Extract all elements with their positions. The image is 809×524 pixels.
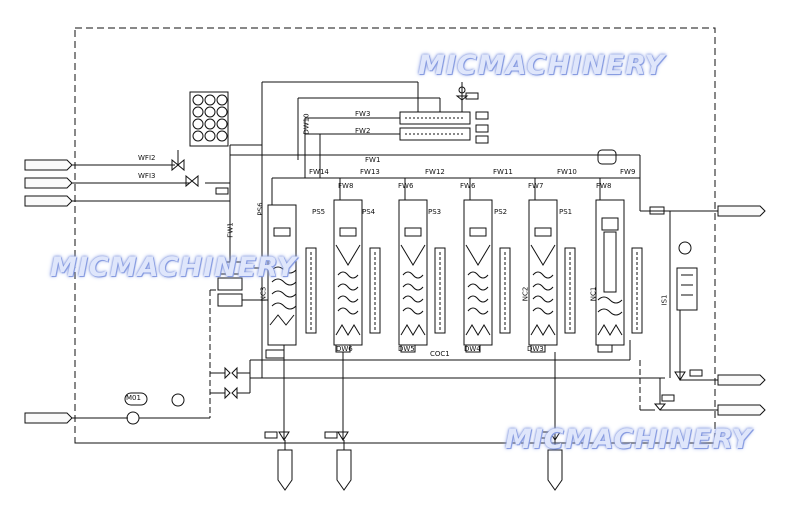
label-is1: IS1 (660, 294, 669, 306)
label-fw9: FW9 (620, 168, 636, 176)
label-ps6: PS6 (256, 202, 265, 216)
drain-vessels (277, 440, 563, 491)
label-fw2: FW2 (355, 127, 371, 135)
label-coc1: COC1 (430, 350, 450, 358)
top-heat-exchangers (261, 81, 489, 360)
instrument-cluster-top (189, 91, 229, 147)
bottom-collectors (250, 340, 665, 441)
label-fw6: FW6 (398, 182, 414, 190)
label-fw10: FW10 (557, 168, 577, 176)
right-components (639, 206, 703, 411)
fw-header-lines (271, 155, 641, 211)
label-ps3: PS3 (428, 208, 442, 216)
label-ps4: PS4 (362, 208, 376, 216)
label-fw12: FW12 (425, 168, 445, 176)
evaporator-3 (398, 199, 446, 353)
label-fw8-a: FW8 (338, 182, 354, 190)
system-boundary (74, 27, 716, 444)
label-dw-a: DW6 (336, 345, 353, 353)
label-nc3: NC3 (259, 286, 268, 302)
watermark-bottom: MICMACHINERY (505, 424, 753, 455)
label-fw-left: FW1 (226, 222, 235, 238)
label-m01: M01 (126, 394, 141, 402)
watermark-top: MICMACHINERY (418, 50, 666, 81)
label-ps2: PS2 (494, 208, 508, 216)
label-fw14: FW14 (309, 168, 329, 176)
label-fw7: FW7 (528, 182, 544, 190)
evaporator-4 (463, 199, 511, 353)
label-ps1: PS1 (559, 208, 573, 216)
watermark-left: MICMACHINERY (50, 252, 298, 283)
label-dw-c: DW4 (464, 345, 481, 353)
label-dw10: DW10 (302, 113, 311, 135)
evaporator-6 (595, 149, 643, 353)
label-fw11: FW11 (493, 168, 513, 176)
label-nc1: NC1 (589, 286, 598, 302)
evaporator-5 (528, 199, 576, 353)
label-fw8-b: FW8 (596, 182, 612, 190)
label-wfi3: WFI3 (138, 172, 156, 180)
evaporator-columns (265, 149, 643, 359)
evaporator-1 (265, 204, 317, 359)
label-nc2: NC2 (521, 286, 530, 302)
label-fw13: FW13 (360, 168, 380, 176)
preheater-left (209, 201, 268, 418)
label-dw-b: DW5 (398, 345, 415, 353)
evaporator-2 (333, 199, 381, 353)
right-outlets (640, 205, 766, 416)
label-wfi2: WFI2 (138, 154, 156, 162)
left-inlets (24, 159, 230, 424)
label-dw-d: DW3 (527, 345, 544, 353)
feed-pump (124, 392, 210, 425)
label-fw6-b: FW6 (460, 182, 476, 190)
wfi-valves (171, 145, 231, 201)
label-fw1: FW1 (365, 156, 381, 164)
label-fw3: FW3 (355, 110, 371, 118)
label-ps5: PS5 (312, 208, 326, 216)
